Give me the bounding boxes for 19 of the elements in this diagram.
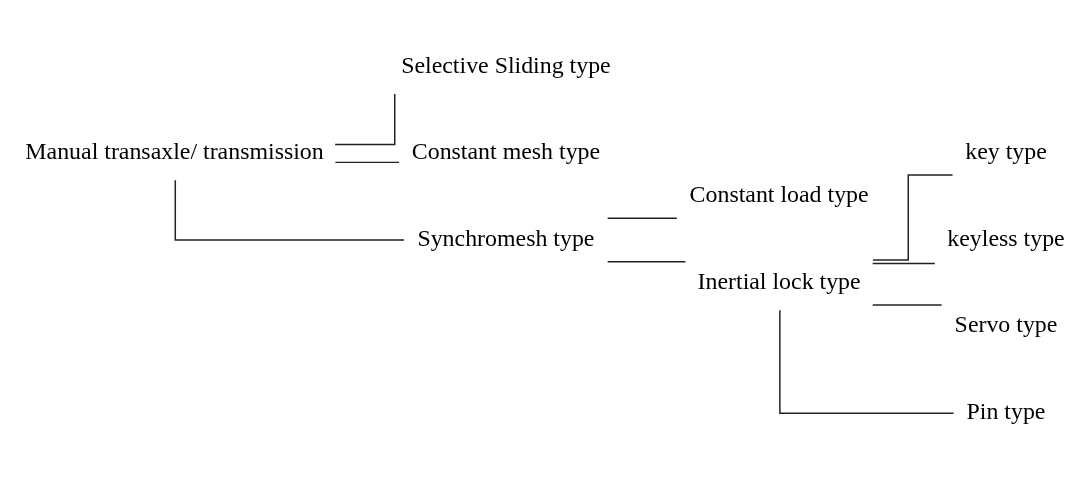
node-text: Synchromesh type [417, 224, 595, 251]
node-text: keyless type [947, 224, 1065, 251]
connector [872, 174, 954, 261]
node-text: Pin type [966, 397, 1046, 424]
connector [334, 93, 396, 146]
node-text: Selective Sliding type [401, 51, 611, 78]
node-text: Constant mesh type [411, 138, 601, 165]
node-text: Inertial lock type [697, 267, 861, 294]
connector [606, 217, 678, 220]
connector [174, 179, 405, 241]
connector [334, 161, 400, 164]
node-text: Constant load type [689, 181, 869, 208]
node-text: Manual transaxle/ transmission [25, 138, 324, 165]
node-text: key type [965, 138, 1047, 165]
connector [779, 309, 955, 414]
connector [871, 262, 936, 265]
connector [606, 260, 687, 263]
node-text: Servo type [954, 311, 1058, 338]
connector [871, 304, 943, 306]
